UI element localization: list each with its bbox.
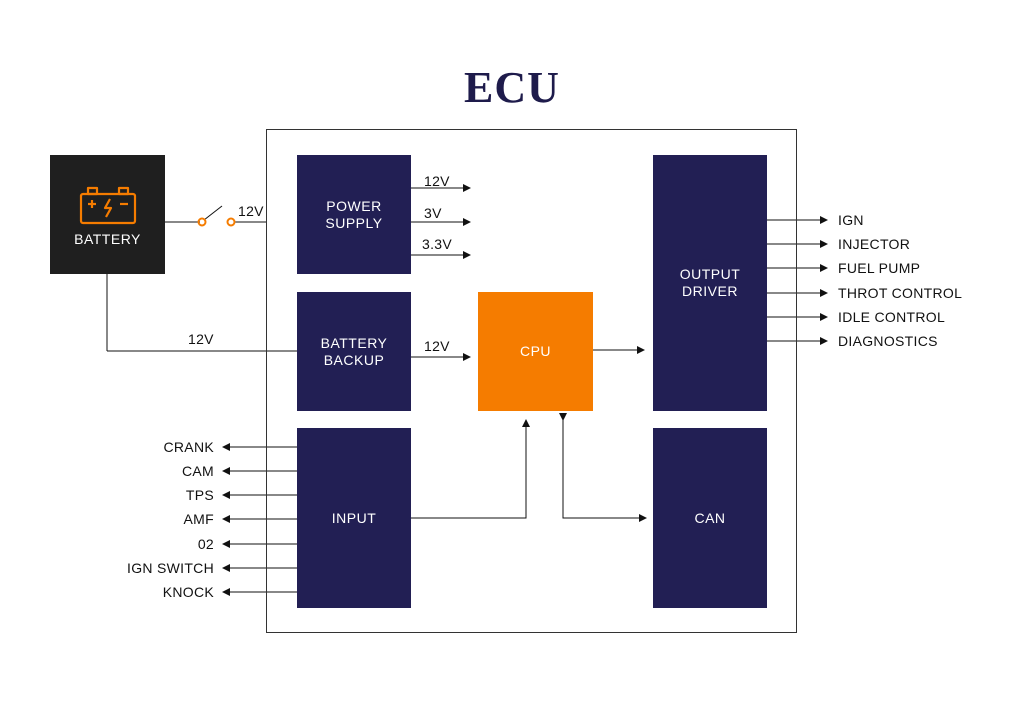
backup-voltage-label: 12V: [188, 331, 214, 347]
input-signal-label: CRANK: [163, 439, 214, 455]
output-label: IDLE CONTROL: [838, 309, 946, 325]
input-signal-label: IGN SWITCH: [127, 560, 214, 576]
battery-block: BATTERY: [50, 155, 165, 274]
input-signal-label: AMF: [183, 511, 214, 527]
battery-backup-label: BATTERY BACKUP: [320, 334, 388, 368]
output-label: DIAGNOSTICS: [838, 333, 938, 349]
cpu-label: CPU: [519, 343, 552, 359]
output-driver-label: OUTPUT DRIVER: [679, 266, 741, 299]
can-block: CAN: [653, 428, 767, 608]
switch-contact-right: [226, 217, 236, 227]
power-output-label: 12V: [424, 173, 450, 189]
input-block: INPUT: [297, 428, 411, 608]
switch-voltage-label: 12V: [238, 203, 264, 219]
input-signal-label: CAM: [181, 463, 214, 479]
input-label: INPUT: [331, 509, 377, 526]
backup-to-cpu-label: 12V: [424, 338, 450, 354]
cpu-block: CPU: [478, 292, 593, 411]
can-label: CAN: [694, 509, 726, 526]
switch-contact-left: [197, 217, 207, 227]
power-output-label: 3V: [424, 205, 442, 221]
output-label: IGN: [838, 212, 864, 228]
input-signal-label: TPS: [185, 487, 214, 503]
input-signal-label: 02: [197, 536, 214, 552]
battery-icon: [79, 186, 137, 225]
ecu-frame: [266, 129, 797, 633]
output-label: INJECTOR: [838, 236, 911, 252]
output-label: FUEL PUMP: [838, 260, 921, 276]
output-label: THROT CONTROL: [838, 285, 963, 301]
battery-label: BATTERY: [74, 231, 141, 247]
battery-backup-block: BATTERY BACKUP: [297, 292, 411, 411]
power-supply-label: POWER SUPPLY: [325, 197, 383, 231]
power-supply-block: POWER SUPPLY: [297, 155, 411, 274]
input-signal-label: KNOCK: [162, 584, 214, 600]
power-output-label: 3.3V: [422, 236, 452, 252]
output-driver-block: OUTPUT DRIVER: [653, 155, 767, 411]
diagram-title: ECU: [464, 63, 560, 112]
